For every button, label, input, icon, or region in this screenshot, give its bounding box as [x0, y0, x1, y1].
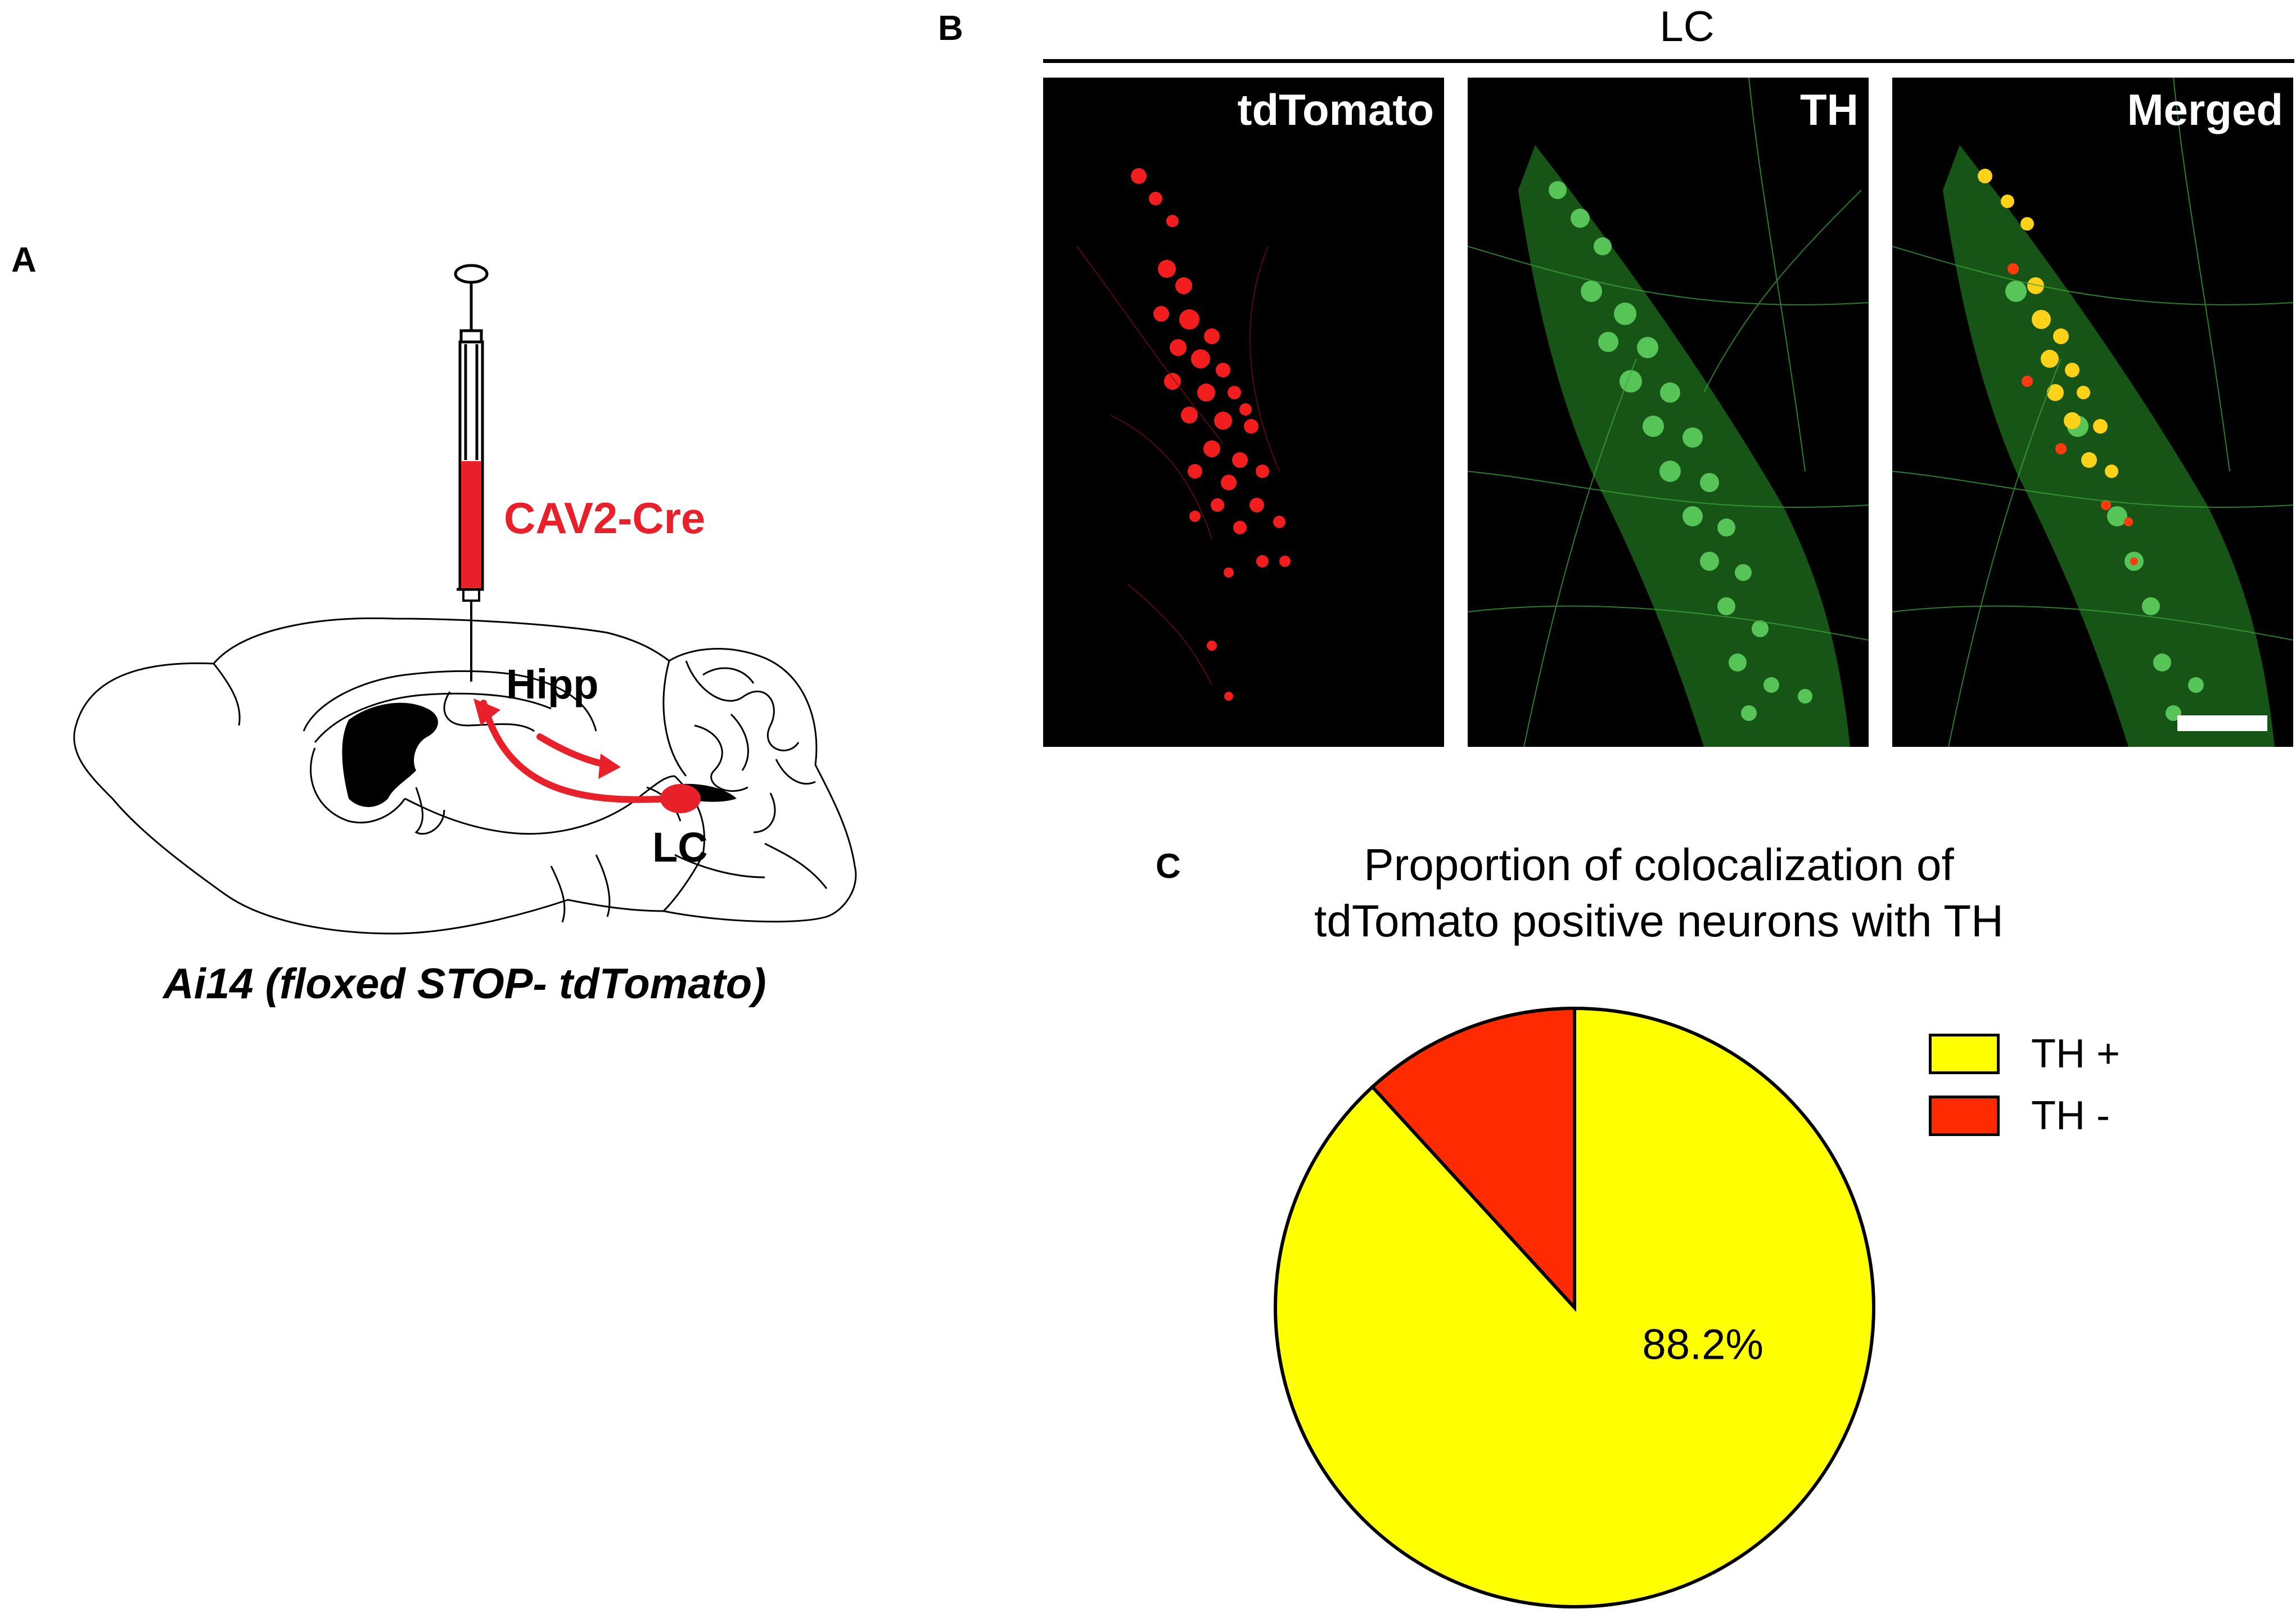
th-image-label: TH: [1800, 85, 1859, 134]
tdtomato-cells: [1076, 168, 1291, 701]
legend-label: TH +: [2031, 1031, 2121, 1076]
panel-a-letter: A: [11, 241, 37, 280]
scale-bar: [2177, 715, 2267, 731]
pie-chart-title: Proportion of colocalization of tdTomato…: [1209, 837, 2109, 949]
syringe-virus-fill: [461, 461, 481, 588]
tdtomato-image-label: tdTomato: [1237, 85, 1434, 134]
legend-item: TH -: [1929, 1096, 2110, 1136]
pie-slice-label: 88.2%: [1642, 1321, 1763, 1369]
panel-c-letter: C: [1156, 847, 1181, 886]
panel-b-header-rule: [1043, 59, 2294, 63]
projection-arrows: [480, 700, 673, 803]
pie-chart: 88.2%: [1274, 1006, 1875, 1608]
legend-label: TH -: [2031, 1093, 2110, 1138]
legend-item: TH +: [1929, 1034, 2120, 1074]
mouse-line-caption: Ai14 (floxed STOP- tdTomato): [163, 960, 766, 1008]
cav2-cre-label: CAV2-Cre: [504, 493, 706, 543]
arrowhead-to-lc: [598, 754, 621, 779]
merged-cells: [1892, 78, 2293, 747]
pie-title-line-1: Proportion of colocalization of: [1364, 840, 1954, 890]
panel-b-header: LC: [1659, 3, 1715, 51]
lateral-ventricle: [342, 702, 438, 807]
arrowhead-to-hipp: [473, 698, 500, 725]
micrograph-merged: Merged: [1892, 78, 2293, 747]
pie-slice-th-negative: [1370, 1006, 1576, 1312]
panel-b-letter: B: [938, 9, 963, 48]
legend-swatch: [1929, 1096, 2000, 1136]
legend-swatch: [1929, 1034, 2000, 1074]
hipp-label: Hipp: [506, 661, 599, 707]
brain-outline: [73, 617, 857, 935]
lc-label-panel-a: LC: [652, 824, 708, 871]
brain-injection-schematic: [73, 264, 857, 935]
panel-a: A: [0, 0, 928, 1069]
pie-title-line-2: tdTomato positive neurons with TH: [1314, 896, 2004, 946]
micrograph-tdtomato: tdTomato: [1043, 78, 1444, 747]
merged-image-label: Merged: [2127, 85, 2283, 134]
micrograph-th: TH: [1468, 78, 1869, 747]
th-cells: [1468, 78, 1869, 747]
lc-neuron-soma: [660, 784, 701, 813]
